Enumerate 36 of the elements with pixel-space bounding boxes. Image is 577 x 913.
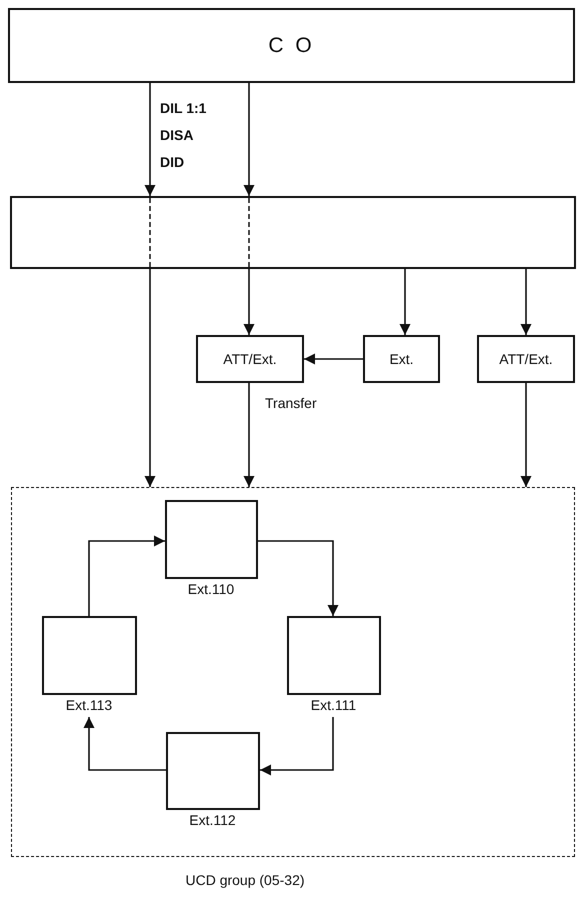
arrow: [400, 269, 410, 335]
box: [286, 616, 380, 694]
arrow: [520, 383, 532, 487]
extension-label: Ext.112: [189, 812, 236, 828]
box-label: ATT/Ext.: [223, 351, 277, 367]
arrow: [520, 269, 532, 335]
arrow: [88, 536, 165, 616]
arrow: [244, 269, 254, 335]
signal-label: DID: [160, 154, 184, 170]
box: [10, 196, 576, 269]
arrow: [260, 717, 334, 776]
process-box: [363, 335, 440, 383]
arrow: [144, 83, 156, 196]
extension-label: Ext.113: [66, 696, 112, 712]
arrow: [244, 383, 254, 487]
extension-label: Ext.111: [310, 696, 356, 712]
box-label: C O: [268, 34, 315, 58]
edge-label: Transfer: [263, 395, 319, 411]
box-label: ATT/Ext.: [499, 351, 553, 367]
dashed-group-box: [11, 487, 575, 857]
signal-label: DIL 1:1: [160, 100, 206, 116]
box: [164, 500, 258, 578]
process-box: [8, 8, 575, 83]
box: [42, 616, 136, 694]
box: [166, 732, 260, 810]
extension-label: Ext.110: [188, 580, 234, 596]
signal-label: DISA: [160, 127, 194, 143]
arrow: [304, 354, 363, 364]
arrow: [144, 269, 156, 487]
process-box: [196, 335, 304, 383]
process-box: [477, 335, 575, 383]
extension-label: UCD group (05-32): [185, 872, 305, 888]
arrow: [244, 83, 254, 196]
box-label: Ext.: [389, 351, 414, 367]
arrow: [258, 540, 338, 616]
arrow: [84, 717, 166, 771]
